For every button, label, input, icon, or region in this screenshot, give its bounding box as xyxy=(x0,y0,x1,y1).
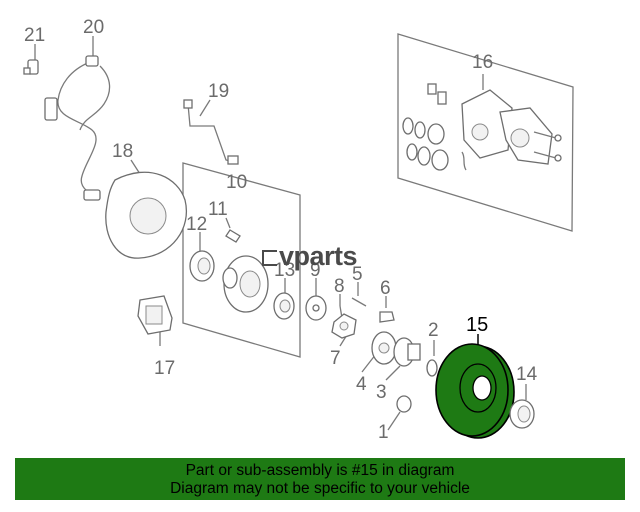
bearing-part-13 xyxy=(273,278,295,320)
callout-19: 19 xyxy=(208,81,229,102)
banner-line-2: Diagram may not be specific to your vehi… xyxy=(170,480,470,497)
bearing-part-12 xyxy=(189,232,215,282)
hub-body xyxy=(222,255,269,313)
dust-shield-part-18 xyxy=(105,159,187,259)
callout-5: 5 xyxy=(352,264,363,285)
callout-13: 13 xyxy=(274,260,295,281)
logo-text: vparts xyxy=(279,241,358,271)
nut-part-6 xyxy=(379,296,395,323)
parts-diagram: 21 20 19 18 16 10 11 12 13 9 8 5 6 7 2 4… xyxy=(23,17,574,443)
sensor-wire-part-20 xyxy=(44,36,111,201)
hub-flange-part-4 xyxy=(361,331,397,373)
bolt-part-11 xyxy=(225,217,241,243)
callout-4: 4 xyxy=(356,374,367,395)
callout-18: 18 xyxy=(112,141,133,162)
callout-11: 11 xyxy=(208,199,228,220)
callout-14: 14 xyxy=(516,364,538,385)
callout-7: 7 xyxy=(330,348,341,369)
callout-8: 8 xyxy=(334,276,345,297)
callout-1: 1 xyxy=(378,422,389,443)
snap-ring-part-2 xyxy=(426,340,438,377)
callout-12: 12 xyxy=(186,214,207,235)
vparts-logo: vparts xyxy=(262,241,358,272)
callout-21: 21 xyxy=(24,25,45,46)
washer-part-9 xyxy=(305,278,327,321)
stud-part-8 xyxy=(339,294,343,319)
callout-6: 6 xyxy=(380,278,391,299)
callout-20: 20 xyxy=(83,17,104,38)
callout-16: 16 xyxy=(472,52,493,73)
caliper-part-16 xyxy=(402,74,562,171)
callout-10: 10 xyxy=(226,172,247,193)
brake-hose-part-19 xyxy=(183,99,239,165)
clip-part-21 xyxy=(23,44,39,75)
lock-washer-part-7 xyxy=(331,313,357,347)
callout-3: 3 xyxy=(376,382,387,403)
seal-part-14 xyxy=(509,384,535,429)
callout-15: 15 xyxy=(466,314,488,336)
brake-pad-part-17 xyxy=(137,295,173,346)
info-banner: Part or sub-assembly is #15 in diagram D… xyxy=(15,458,625,500)
banner-line-1: Part or sub-assembly is #15 in diagram xyxy=(185,462,455,479)
hub-part-3 xyxy=(385,337,421,381)
callout-2: 2 xyxy=(428,320,439,341)
brake-rotor-part-15 xyxy=(435,334,515,439)
callout-17: 17 xyxy=(154,358,175,379)
callout-9: 9 xyxy=(310,260,321,281)
logo-mark-icon xyxy=(262,250,277,266)
cap-part-1 xyxy=(387,395,412,431)
bolt-part-5 xyxy=(351,282,367,307)
